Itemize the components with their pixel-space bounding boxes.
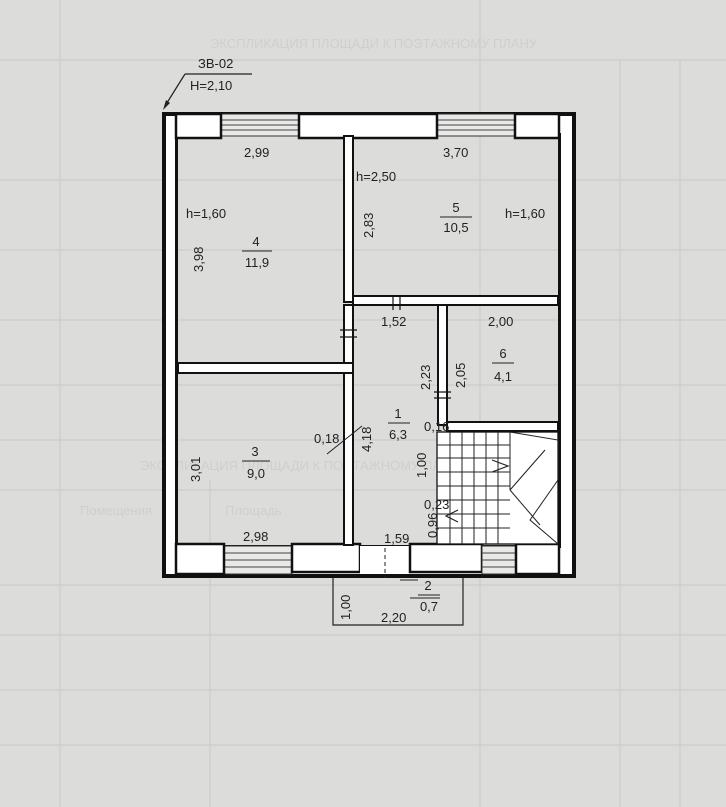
dim-3-70: 3,70 (443, 145, 468, 160)
dim-1-00-stair: 1,00 (414, 453, 429, 478)
dim-1-59: 1,59 (384, 531, 409, 546)
dim-2-00: 2,00 (488, 314, 513, 329)
room-5-ceiling: h=1,60 (505, 206, 545, 221)
dim-1-00-porch: 1,00 (338, 595, 353, 620)
porch (332, 578, 464, 626)
room-4-number: 4 (252, 234, 259, 249)
room-5-number: 5 (452, 200, 459, 215)
dim-4-18: 4,18 (359, 427, 374, 452)
door-marks (340, 296, 451, 399)
room-3-area: 9,0 (247, 466, 265, 481)
room-6-area: 4,1 (494, 369, 512, 384)
dim-2-23: 2,23 (418, 365, 433, 390)
staircase (436, 431, 559, 545)
ghost-text-4: Площадь (225, 503, 282, 518)
bottom-openings (174, 542, 561, 578)
dim-2-99: 2,99 (244, 145, 269, 160)
room-1-area: 6,3 (389, 427, 407, 442)
room-3-number: 3 (251, 444, 258, 459)
room-2-area: 0,7 (420, 599, 438, 614)
dim-3-98: 3,98 (191, 247, 206, 272)
ghost-text-3: Помещения (80, 503, 152, 518)
room-4-ceiling: h=1,60 (186, 206, 226, 221)
dim-0-96: 0,96 (425, 513, 440, 538)
dim-0-18: 0,18 (314, 431, 339, 446)
dim-1-52: 1,52 (381, 314, 406, 329)
room-4-area: 11,9 (245, 255, 269, 270)
header-height: Н=2,10 (190, 78, 232, 93)
dim-0-16: 0,16 (424, 419, 449, 434)
room-labels: 4 11,9 h=1,60 5 10,5 h=1,60 h=2,50 6 4,1… (186, 169, 545, 614)
header-callout: ЗВ-02 Н=2,10 (163, 56, 252, 110)
ghost-text-2: ЭКСПЛИКАЦИЯ ПЛОЩАДИ К ПОЭТАЖНОМУ ПЛАНУ (140, 458, 468, 473)
room-5-area: 10,5 (443, 220, 468, 235)
background-ghost-text: ЭКСПЛИКАЦИЯ ПЛОЩАДИ К ПОЭТАЖНОМУ ПЛАНУ Э… (80, 36, 538, 518)
room-1-number: 1 (394, 406, 401, 421)
room-5-ceiling-2: h=2,50 (356, 169, 396, 184)
room-6-number: 6 (499, 346, 506, 361)
dim-2-98: 2,98 (243, 529, 268, 544)
ghost-text-1: ЭКСПЛИКАЦИЯ ПЛОЩАДИ К ПОЭТАЖНОМУ ПЛАНУ (210, 36, 538, 51)
header-code: ЗВ-02 (198, 56, 233, 71)
dim-2-83: 2,83 (361, 213, 376, 238)
dimension-labels: 2,99 3,70 3,98 2,83 1,52 2,00 2,23 2,05 … (188, 145, 513, 625)
interior-walls (177, 135, 559, 546)
dim-3-01: 3,01 (188, 457, 203, 482)
dim-0-23: 0,23 (424, 497, 449, 512)
room-2-number: 2 (424, 578, 431, 593)
dim-2-05: 2,05 (453, 363, 468, 388)
top-windows (174, 112, 561, 140)
dim-2-20: 2,20 (381, 610, 406, 625)
